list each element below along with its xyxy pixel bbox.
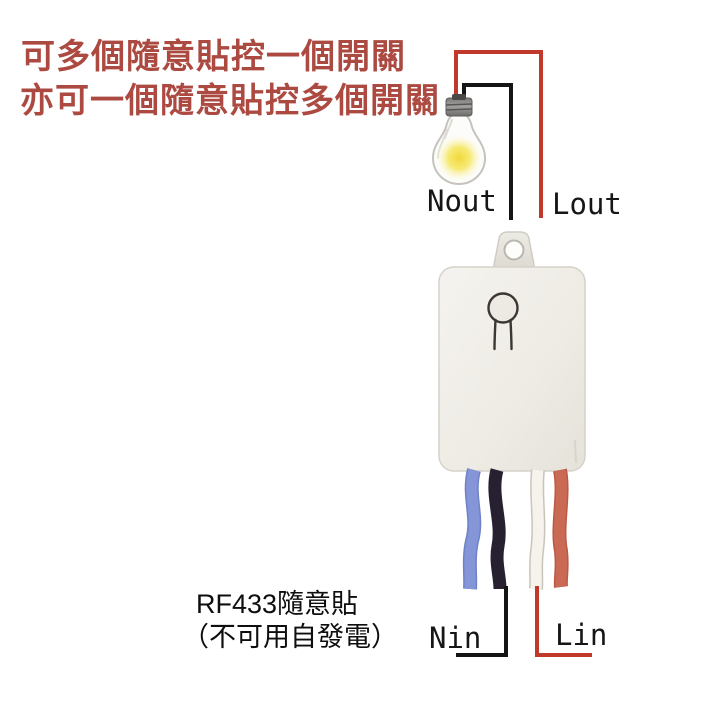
device-caption-line-1: RF433隨意貼: [196, 589, 359, 619]
light-bulb-icon: [431, 94, 487, 186]
live-output-lead: [454, 50, 543, 218]
keyhole-mark: [487, 292, 519, 351]
label-lin: Lin: [555, 618, 608, 652]
live-input-lead: [535, 586, 592, 657]
relay-module-icon: [438, 231, 586, 472]
module-body: [438, 266, 586, 472]
wire-red: [553, 468, 568, 588]
label-lout: Lout: [552, 187, 622, 221]
bulb-glow: [434, 133, 484, 183]
label-nin: Nin: [429, 621, 482, 655]
neutral-input-lead: [456, 586, 508, 657]
title-line-2: 亦可一個隨意貼控多個開關: [20, 82, 440, 120]
module-seam: [574, 440, 577, 463]
module-wires: [462, 468, 569, 590]
bulb-cap: [445, 97, 473, 117]
mounting-hole: [503, 239, 525, 261]
bulb-cap-tip: [452, 94, 466, 100]
device-caption-line-2: （不可用自發電）: [182, 622, 398, 652]
wire-black: [488, 468, 507, 590]
title-line-1: 可多個隨意貼控一個開關: [21, 38, 406, 76]
label-nout: Nout: [427, 184, 497, 218]
wire-blue: [464, 468, 480, 590]
wire-white: [530, 469, 544, 590]
